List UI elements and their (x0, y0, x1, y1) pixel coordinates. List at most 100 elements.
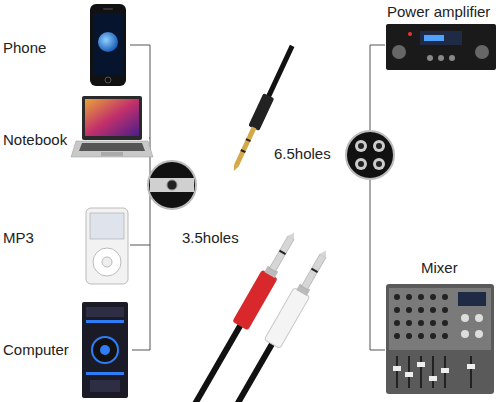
computer-icon-part (100, 345, 110, 355)
port-label: 3.5holes (182, 229, 239, 247)
bracket-line (370, 45, 385, 350)
mixer-icon (386, 284, 494, 394)
computer-icon (82, 302, 128, 398)
laptop-icon (71, 96, 153, 157)
jack-plug-white-part (320, 249, 329, 258)
computer-icon-part (86, 320, 124, 323)
phone-icon-part (98, 32, 118, 52)
phone-icon-part (103, 8, 113, 10)
amplifier-icon-part (420, 31, 462, 45)
mixer-icon-part-part (467, 364, 475, 369)
mini-plug-part (248, 93, 274, 131)
jack-panel-closeup-part (376, 143, 382, 149)
computer-icon-part (90, 380, 120, 392)
port-label: 6.5holes (274, 145, 331, 163)
computer-icon-part (86, 372, 124, 375)
mini-plug-part (246, 138, 251, 142)
mixer-icon-part (393, 362, 475, 381)
amplifier-icon-part (424, 35, 444, 41)
mixer-icon-part-part (394, 320, 400, 326)
computer-icon-part (86, 307, 124, 317)
device-label: Notebook (3, 131, 67, 149)
jack-plug-red-part (279, 250, 286, 255)
mixer-icon-part-part (461, 330, 469, 338)
jack-plug-white-part (205, 341, 275, 402)
jack-plug-white-part (311, 268, 318, 273)
jack-panel-closeup (346, 131, 394, 179)
mp3-icon-part (93, 248, 121, 276)
jack-plug-red-part (173, 323, 243, 402)
mixer-icon-part (458, 292, 486, 306)
mixer-icon-part (461, 314, 483, 338)
mini-plug-part (234, 126, 256, 166)
jack-panel-closeup-part (358, 143, 364, 149)
amplifier-icon (386, 24, 496, 70)
jack-panel-closeup-part (358, 161, 364, 167)
device-label: Mixer (421, 259, 458, 277)
jack-closeup-part (167, 180, 177, 190)
mixer-icon-part-part (418, 294, 424, 300)
device-label: Computer (3, 341, 69, 359)
mixer-icon-part-part (432, 356, 434, 388)
mixer-icon-part-part (420, 356, 422, 388)
phone-icon-part (105, 77, 111, 83)
mixer-icon-part-part (418, 307, 424, 313)
mini-plug-part (232, 164, 239, 172)
amplifier-icon-part (392, 45, 406, 59)
device-label: MP3 (3, 229, 34, 247)
mini-plug-part (240, 149, 245, 153)
mixer-icon-part-part (442, 294, 448, 300)
mixer-icon-part-part (417, 362, 425, 367)
mixer-icon-part-part (441, 368, 449, 373)
device-label: Power amplifier (387, 3, 490, 21)
mixer-icon-part-part (394, 333, 400, 339)
mixer-icon-part-part (396, 356, 398, 388)
mixer-icon-part-part (475, 314, 483, 322)
bracket-line-part (149, 138, 150, 139)
mp3-icon-part (86, 208, 128, 284)
bracket-line-part (370, 45, 385, 350)
laptop-icon-part (71, 141, 153, 157)
mixer-icon-part-part (418, 333, 424, 339)
mixer-icon-part-part (442, 333, 448, 339)
laptop-icon-part (82, 96, 142, 140)
computer-icon-part (82, 302, 128, 398)
mixer-icon-part-part (394, 307, 400, 313)
mixer-icon-part-part (406, 320, 412, 326)
mp3-icon-part (90, 213, 124, 239)
jack-panel-closeup-part (373, 158, 385, 170)
mixer-icon-part-part (442, 320, 448, 326)
mixer-icon-part-part (406, 333, 412, 339)
laptop-icon-part (85, 99, 139, 136)
bracket-line-part (130, 245, 150, 246)
amplifier-icon-part (427, 55, 433, 61)
mixer-icon-part-part (430, 320, 436, 326)
mixer-icon-part-part (461, 314, 469, 322)
amplifier-icon-part (386, 24, 496, 70)
mp3-icon (86, 208, 128, 284)
phone-icon-part (93, 13, 123, 75)
mixer-icon-part-part (418, 320, 424, 326)
mini-plug-part (266, 45, 294, 98)
mixer-icon-part (396, 356, 472, 388)
computer-icon-part (92, 337, 118, 363)
mixer-icon-part-part (393, 366, 401, 371)
laptop-icon-part (101, 152, 123, 156)
bracket-line-part (130, 45, 150, 350)
mixer-icon-part-part (430, 307, 436, 313)
mixer-icon-part (394, 294, 448, 339)
mixer-icon-part (386, 284, 494, 394)
device-label: Phone (3, 39, 46, 57)
amplifier-icon-part (475, 45, 489, 59)
mixer-icon-part-part (394, 294, 400, 300)
jack-closeup-part (150, 178, 194, 192)
bracket-line (130, 45, 150, 350)
mixer-icon-part-part (442, 307, 448, 313)
jack-panel-closeup-part (346, 131, 394, 179)
amplifier-icon-part (408, 32, 412, 36)
amplifier-icon-part (449, 55, 455, 61)
phone-icon-part (90, 4, 126, 86)
mixer-icon-part-part (430, 333, 436, 339)
